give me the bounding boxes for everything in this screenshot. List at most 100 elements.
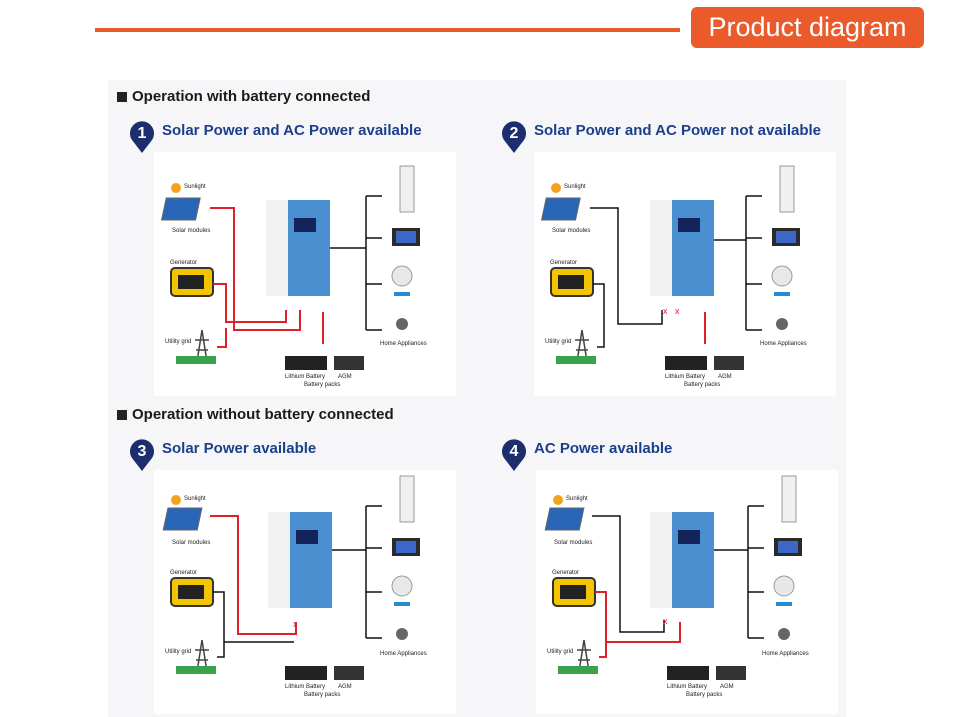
generator-icon	[550, 267, 594, 297]
computer-icon	[774, 538, 802, 556]
battery-packs-label: Battery packs	[304, 382, 340, 388]
scenario-diagram: Sunlight Solar modules Generator Utility…	[534, 152, 836, 396]
solar-modules-label: Solar modules	[172, 540, 210, 546]
sun-icon	[171, 183, 181, 193]
square-bullet-icon	[117, 92, 127, 102]
inverter-icon	[266, 200, 330, 296]
map-pin-icon: 4	[502, 439, 526, 471]
light-bulb-icon	[778, 628, 790, 640]
section-heading-text: Operation with battery connected	[132, 88, 371, 105]
sunlight-label: Sunlight	[184, 496, 206, 502]
inverter-icon	[650, 200, 714, 296]
utility-grid-label: Utility grid	[545, 339, 571, 345]
battery-icon	[665, 356, 744, 370]
fan-icon	[391, 265, 413, 296]
air-conditioner-icon	[779, 165, 795, 213]
computer-icon	[392, 228, 420, 246]
map-pin-icon: 2	[502, 121, 526, 153]
solar-modules-label: Solar modules	[552, 228, 590, 234]
scenario-number: 2	[510, 125, 519, 142]
generator-icon	[170, 577, 214, 607]
air-conditioner-icon	[399, 475, 415, 523]
section-heading: Operation without battery connected	[117, 406, 394, 423]
scenario-diagram: Sunlight Solar modules Generator Utility…	[154, 152, 456, 396]
cross-mark-icon: x	[663, 306, 668, 316]
scenario-title: AC Power available	[534, 440, 673, 457]
solar-modules-label: Solar modules	[172, 228, 210, 234]
solar-panel-icon	[540, 197, 581, 221]
agm-label: AGM	[720, 684, 734, 690]
generator-icon	[170, 267, 214, 297]
page-title: Product diagram	[691, 7, 924, 48]
generator-label: Generator	[550, 260, 577, 266]
utility-tower-icon	[558, 639, 598, 674]
sun-icon	[171, 495, 181, 505]
battery-icon	[667, 666, 746, 680]
computer-icon	[392, 538, 420, 556]
scenario-diagram: Sunlight Solar modules Generator Utility…	[154, 470, 456, 714]
fan-icon	[771, 265, 793, 296]
home-appliances-label: Home Appliances	[762, 651, 809, 657]
generator-label: Generator	[552, 570, 579, 576]
utility-tower-icon	[556, 329, 596, 364]
scenario-title: Solar Power and AC Power not available	[534, 122, 822, 139]
home-appliances-label: Home Appliances	[380, 651, 427, 657]
sunlight-label: Sunlight	[184, 184, 206, 190]
battery-icon	[285, 666, 364, 680]
utility-grid-label: Utility grid	[165, 339, 191, 345]
scenario-diagram: Sunlight Solar modules Generator Utility…	[536, 470, 838, 714]
home-appliances-label: Home Appliances	[760, 341, 807, 347]
cross-mark-icon: x	[675, 306, 680, 316]
generator-icon	[552, 577, 596, 607]
utility-grid-label: Utility grid	[165, 649, 191, 655]
agm-label: AGM	[338, 374, 352, 380]
map-pin-icon: 1	[130, 121, 154, 153]
section-heading-text: Operation without battery connected	[132, 406, 394, 423]
battery-packs-label: Battery packs	[304, 692, 340, 698]
lithium-battery-label: Lithium Battery	[665, 374, 705, 380]
fan-icon	[773, 575, 795, 606]
battery-packs-label: Battery packs	[684, 382, 720, 388]
sun-icon	[551, 183, 561, 193]
scenario-number: 1	[138, 125, 147, 142]
square-bullet-icon	[117, 410, 127, 420]
scenario-number: 4	[510, 443, 519, 460]
battery-icon	[285, 356, 364, 370]
lithium-battery-label: Lithium Battery	[667, 684, 707, 690]
lithium-battery-label: Lithium Battery	[285, 374, 325, 380]
light-bulb-icon	[396, 628, 408, 640]
agm-label: AGM	[718, 374, 732, 380]
agm-label: AGM	[338, 684, 352, 690]
section-heading: Operation with battery connected	[117, 88, 370, 105]
scenario-title: Solar Power available	[162, 440, 317, 457]
utility-grid-label: Utility grid	[547, 649, 573, 655]
solar-panel-icon	[162, 507, 203, 531]
cross-mark-icon: x	[293, 619, 298, 629]
solar-modules-label: Solar modules	[554, 540, 592, 546]
light-bulb-icon	[776, 318, 788, 330]
generator-label: Generator	[170, 570, 197, 576]
inverter-icon	[650, 512, 714, 608]
sunlight-label: Sunlight	[564, 184, 586, 190]
inverter-icon	[268, 512, 332, 608]
map-pin-icon: 3	[130, 439, 154, 471]
home-appliances-label: Home Appliances	[380, 341, 427, 347]
lithium-battery-label: Lithium Battery	[285, 684, 325, 690]
header-rule	[95, 28, 680, 32]
solar-panel-icon	[160, 197, 201, 221]
scenario-number: 3	[138, 443, 147, 460]
battery-packs-label: Battery packs	[686, 692, 722, 698]
air-conditioner-icon	[781, 475, 797, 523]
air-conditioner-icon	[399, 165, 415, 213]
sun-icon	[553, 495, 563, 505]
generator-label: Generator	[170, 260, 197, 266]
utility-tower-icon	[176, 329, 216, 364]
sunlight-label: Sunlight	[566, 496, 588, 502]
fan-icon	[391, 575, 413, 606]
scenario-title: Solar Power and AC Power available	[162, 122, 422, 139]
computer-icon	[772, 228, 800, 246]
solar-panel-icon	[544, 507, 585, 531]
light-bulb-icon	[396, 318, 408, 330]
cross-mark-icon: x	[663, 616, 668, 626]
utility-tower-icon	[176, 639, 216, 674]
